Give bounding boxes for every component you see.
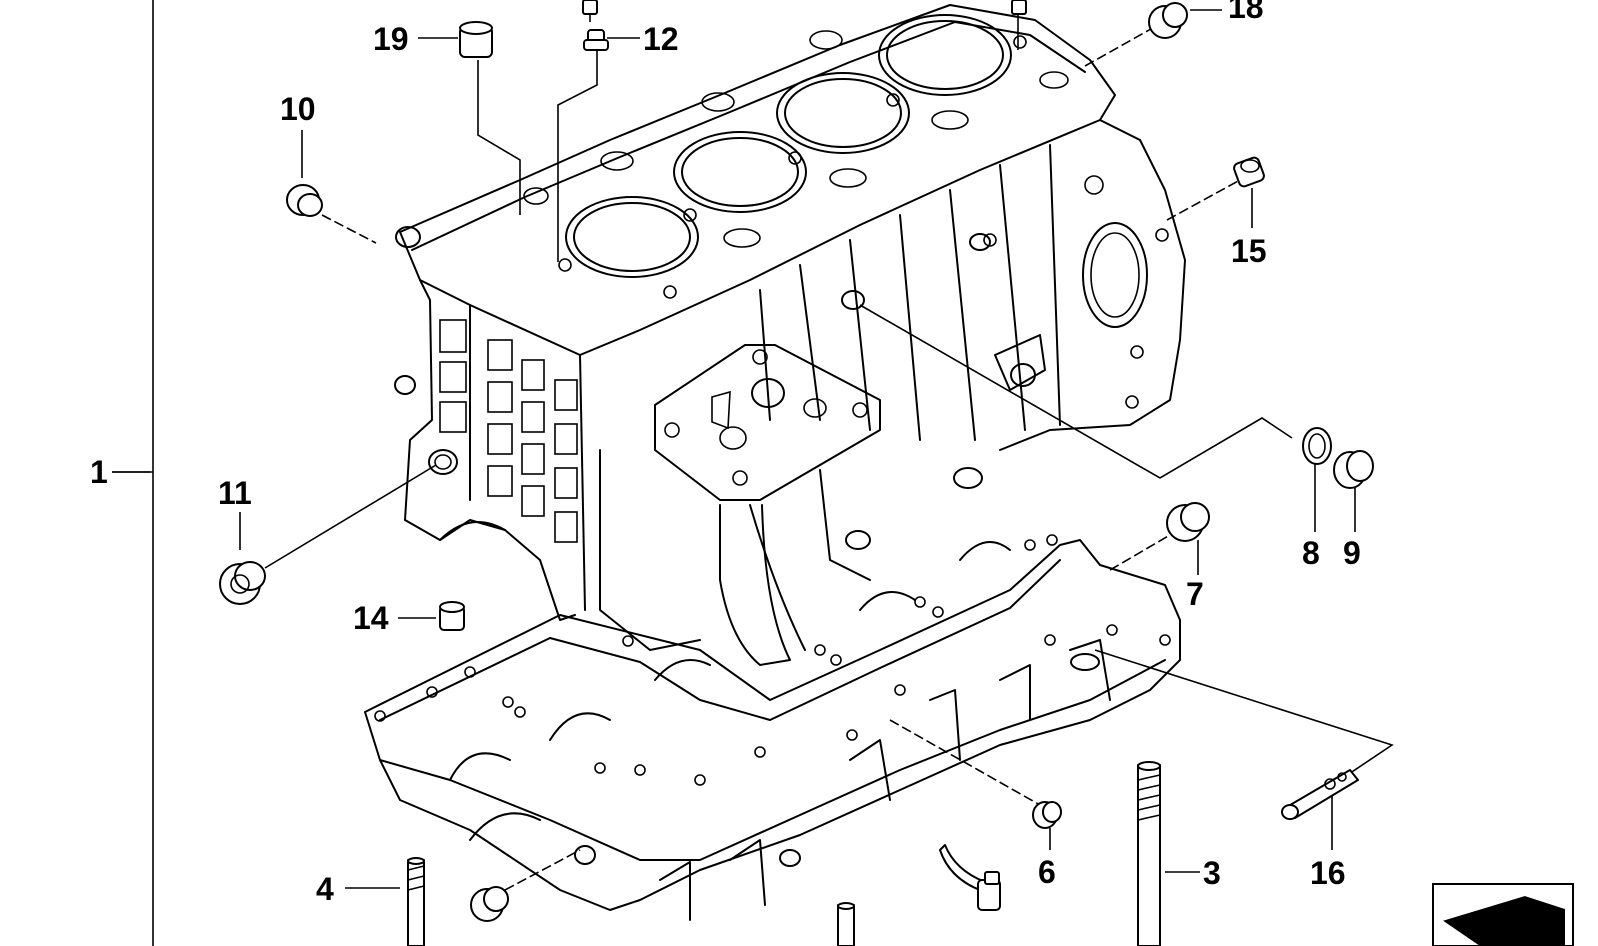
callout-1: 1 <box>90 454 108 490</box>
part-6-screw-plug <box>1032 801 1062 829</box>
part-10-screw-plug <box>286 184 323 217</box>
callout-10: 10 <box>280 91 316 127</box>
part-14-sleeve <box>439 601 465 631</box>
callout-9: 9 <box>1343 535 1361 571</box>
part-7-dowel-sleeve <box>1166 502 1210 542</box>
part-3-stud-bolt <box>1137 761 1161 946</box>
part-top-stud-right <box>1011 0 1027 15</box>
callout-7: 7 <box>1186 576 1204 612</box>
callout-12: 12 <box>643 21 679 57</box>
catalog-arrow-icon[interactable] <box>1432 883 1574 946</box>
callout-3: 3 <box>1203 855 1221 891</box>
part-16-sensor <box>1281 769 1359 820</box>
part-8-sealing-ring <box>1302 427 1332 465</box>
part-19-dowel-sleeve <box>459 21 493 58</box>
callout-11: 11 <box>218 475 252 511</box>
part-oil-spray-nozzle <box>939 844 1001 911</box>
part-9-screw-plug <box>1333 450 1374 489</box>
callout-19: 19 <box>373 21 409 57</box>
part-11-screw-plug <box>219 561 266 605</box>
part-bolt-lower-middle <box>837 902 855 946</box>
callout-4: 4 <box>316 871 334 907</box>
callout-18: 18 <box>1228 0 1264 25</box>
part-top-stud-left <box>582 0 598 15</box>
assembly-bracket <box>112 0 154 946</box>
part-plug-lower-left <box>470 886 509 922</box>
engine-block-illustration <box>394 4 1186 666</box>
callout-6: 6 <box>1038 854 1056 890</box>
bedplate-illustration <box>364 534 1181 921</box>
callout-16: 16 <box>1310 855 1346 891</box>
callout-15: 15 <box>1231 233 1267 269</box>
callout-8: 8 <box>1302 535 1320 571</box>
callout-14: 14 <box>353 600 389 636</box>
part-4-bolt <box>407 857 425 946</box>
part-18-screw-plug <box>1148 2 1188 39</box>
loose-parts <box>219 0 1374 946</box>
part-12-screw-plug <box>583 29 609 51</box>
part-15-screw-plug <box>1233 156 1265 188</box>
callout-labels: 1 3 4 6 7 8 9 10 11 12 14 15 16 18 19 <box>90 0 1361 907</box>
